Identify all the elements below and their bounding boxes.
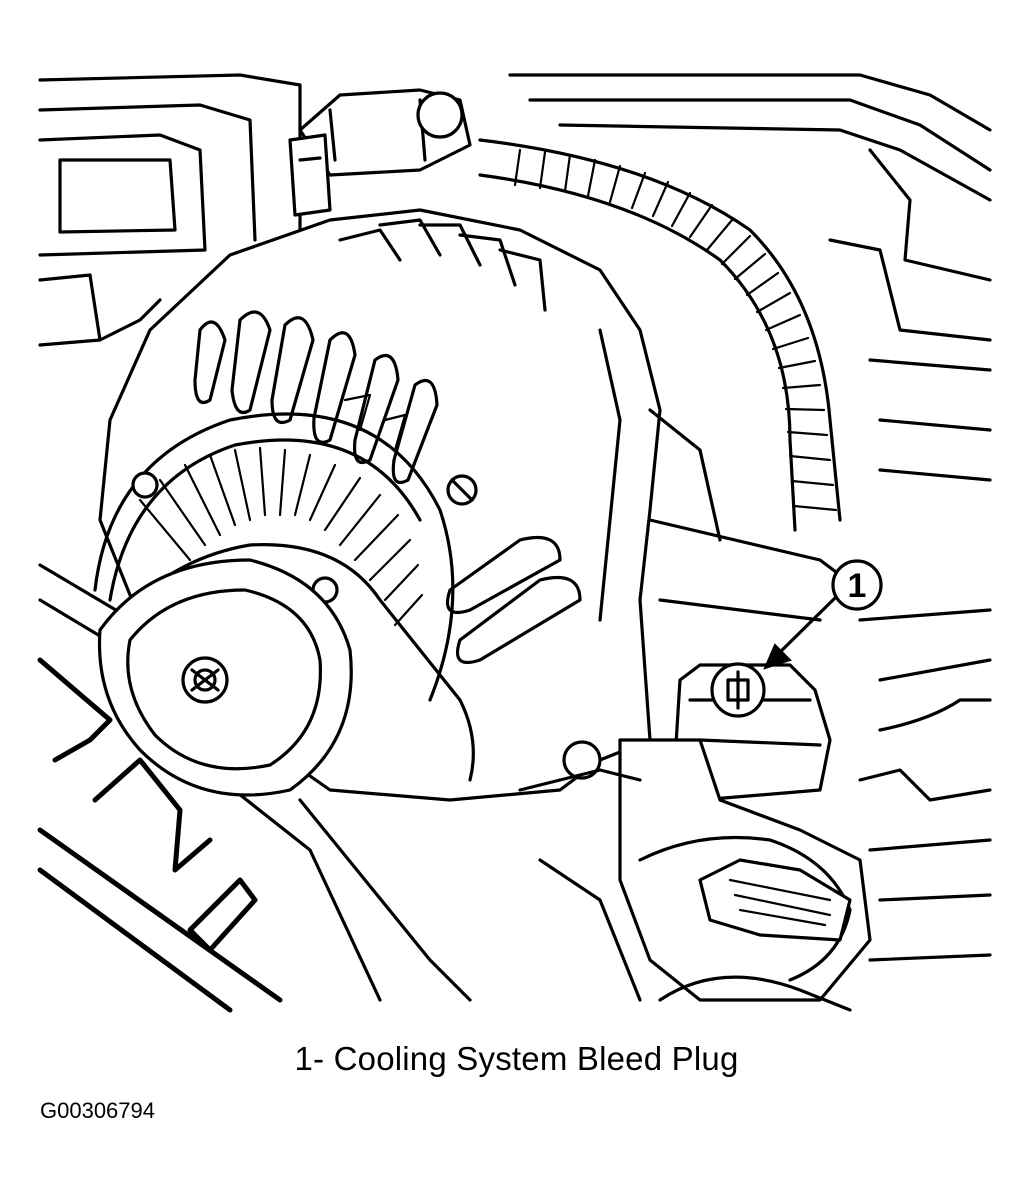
figure-id-code: G00306794	[40, 1098, 155, 1123]
idler-pulley	[97, 558, 353, 797]
figure-caption: 1- Cooling System Bleed Plug	[294, 1040, 739, 1077]
engine-illustration: 1	[37, 73, 992, 1013]
alternator-fan	[93, 412, 455, 702]
callout-1-number: 1	[848, 567, 867, 605]
callout-1: 1	[763, 559, 883, 670]
engraved-letters-an	[37, 657, 283, 1013]
alternator-connector	[288, 88, 472, 217]
callout-1-circle	[831, 559, 883, 611]
upper-right-engine-block	[508, 73, 992, 482]
bleed-plug-boss	[673, 662, 832, 802]
wiring-harness-loom	[478, 138, 842, 532]
callout-1-leader	[770, 596, 837, 662]
thermostat-housing	[518, 738, 872, 1002]
callout-1-arrowhead	[763, 643, 792, 670]
